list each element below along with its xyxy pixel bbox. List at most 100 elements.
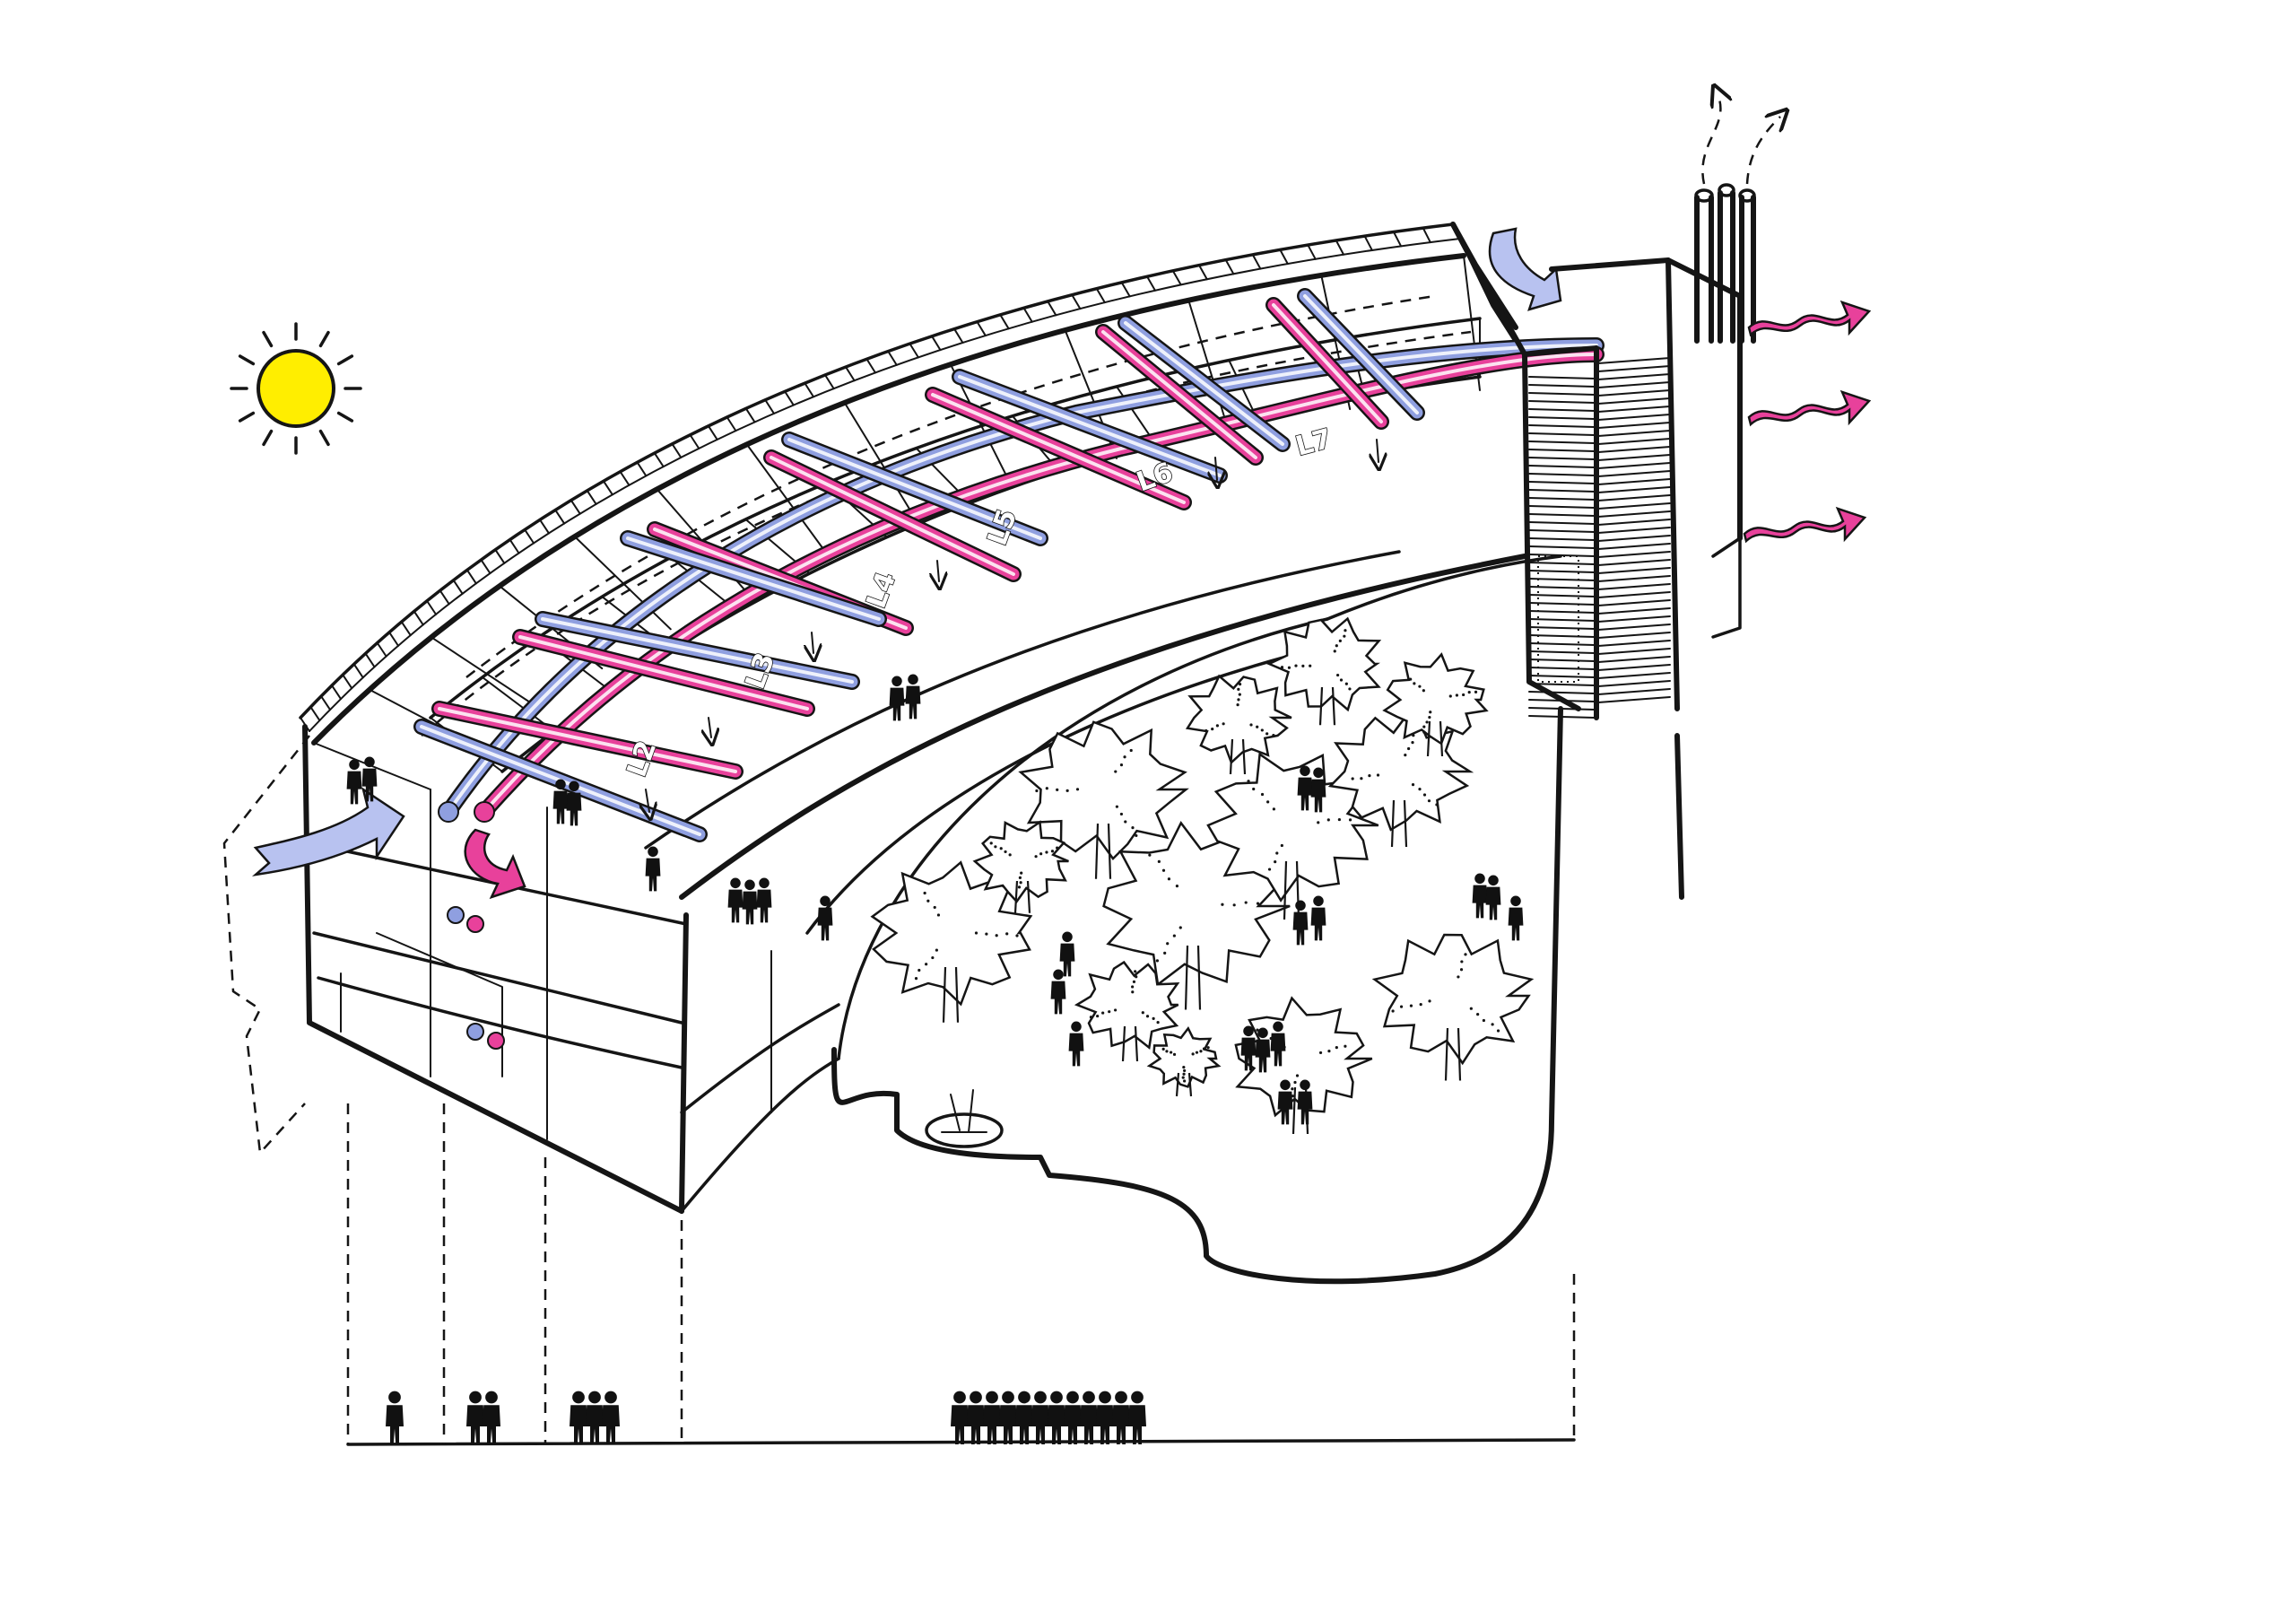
tree-stipple — [1376, 773, 1380, 777]
mullion — [430, 636, 541, 710]
roof-tick — [1224, 258, 1235, 275]
cool-branch-duct-highlight — [541, 617, 854, 684]
roof-tick — [1146, 275, 1156, 292]
stair-tread — [1597, 575, 1671, 582]
tree-stipple — [1178, 926, 1182, 929]
cool-branch-duct-highlight — [626, 536, 881, 621]
person-icon — [386, 1391, 404, 1444]
tree-stipple — [1448, 694, 1452, 698]
person-icon — [1031, 1391, 1049, 1444]
tree-stipple — [1161, 1047, 1165, 1051]
person-icon — [1277, 1079, 1293, 1125]
roof-tick — [1392, 231, 1403, 248]
sun-ray — [336, 411, 354, 423]
roof-tick — [1279, 249, 1289, 266]
sun-ray — [318, 330, 330, 348]
cool-branch-duct-highlight — [1124, 321, 1284, 446]
stair-tread — [1597, 583, 1671, 590]
roof-tick — [1120, 281, 1131, 298]
tree-canopy — [1371, 933, 1535, 1066]
tree-stipple — [1267, 868, 1272, 871]
tree-stipple — [1157, 859, 1161, 863]
stair-tread — [1528, 529, 1596, 533]
tree-stipple — [1348, 818, 1352, 822]
tree-stipple — [1199, 1050, 1203, 1053]
stair-tread — [1528, 562, 1596, 565]
tree-stipple — [1114, 770, 1118, 773]
roof-tick — [744, 407, 756, 423]
stair-tread — [1528, 715, 1596, 719]
tree-stipple — [1156, 1021, 1160, 1025]
sun-ray — [238, 354, 256, 366]
tree-stipple — [1172, 1052, 1177, 1056]
roof-tick — [689, 433, 700, 449]
stair-tread — [1597, 365, 1671, 372]
roof-tick — [309, 706, 321, 722]
tree-stipple — [1256, 902, 1260, 905]
person-icon — [1240, 1025, 1257, 1071]
tree-stipple — [1333, 650, 1336, 653]
stair-tread — [1528, 650, 1596, 654]
mullion — [843, 401, 918, 521]
atrium-garden-base — [831, 554, 1563, 1285]
person-icon — [1310, 895, 1326, 941]
stair-tread — [1597, 591, 1671, 598]
stair-tread — [1528, 667, 1596, 670]
tree-trunk — [1175, 1072, 1193, 1097]
tree-stipple — [1131, 985, 1135, 989]
tree-stipple — [1113, 1008, 1118, 1012]
tree-canopy — [1185, 674, 1292, 765]
roof-tick — [887, 350, 898, 366]
ventilation-ducts — [413, 288, 1605, 842]
exhaust-arrow — [464, 828, 526, 900]
person-icon — [466, 1391, 484, 1444]
tree-stipple — [933, 905, 936, 910]
tree-stipple — [1422, 689, 1425, 693]
stair-tread — [1597, 470, 1671, 477]
sun-ray — [262, 330, 274, 348]
tree-stipple — [1211, 728, 1214, 731]
roof-tick — [352, 663, 364, 679]
person-icon — [1128, 1391, 1146, 1444]
tree-stipple — [999, 847, 1003, 850]
tree-stipple — [1491, 1023, 1494, 1026]
tree-stipple — [1119, 763, 1124, 767]
tree-canopy — [1382, 652, 1489, 746]
tree-stipple — [923, 891, 926, 895]
tree-stipple — [1191, 1052, 1195, 1056]
roof-tick — [413, 610, 424, 626]
stair-tread — [1597, 615, 1671, 623]
stair-tread — [1597, 535, 1671, 542]
stair-tread — [1597, 406, 1671, 413]
stair-tread — [1597, 664, 1671, 671]
stair-tread — [1597, 502, 1671, 510]
person-icon — [645, 846, 661, 892]
tree-stipple — [1459, 968, 1464, 972]
stair-tread — [1597, 599, 1671, 606]
tree-stipple — [1056, 788, 1059, 791]
stair-tread — [1528, 473, 1596, 476]
stair-tread — [1528, 537, 1596, 541]
tree-stipple — [1131, 990, 1135, 994]
tree-stipple — [1163, 951, 1167, 955]
tree-stipple — [1183, 1068, 1187, 1073]
stair-tread — [1528, 626, 1596, 630]
tree-stipple — [1096, 1014, 1100, 1018]
person-icon — [552, 779, 569, 824]
person-icon — [1050, 969, 1066, 1015]
roof-tick — [764, 398, 775, 414]
stair-tread — [1597, 494, 1671, 501]
mullion — [573, 536, 672, 631]
roof-tick — [1095, 287, 1106, 304]
stair-tread — [1528, 489, 1596, 493]
tree-stipple — [1108, 1010, 1111, 1014]
tree-stipple — [1474, 690, 1478, 693]
person-icon — [602, 1391, 620, 1444]
stair-tread — [1597, 389, 1671, 397]
person-icon — [1508, 895, 1524, 941]
roof-tick — [707, 424, 718, 440]
person-icon — [999, 1391, 1017, 1444]
tree-stipple — [1232, 903, 1236, 907]
tree-stipple — [1152, 1016, 1155, 1020]
sun-ray — [238, 411, 256, 423]
